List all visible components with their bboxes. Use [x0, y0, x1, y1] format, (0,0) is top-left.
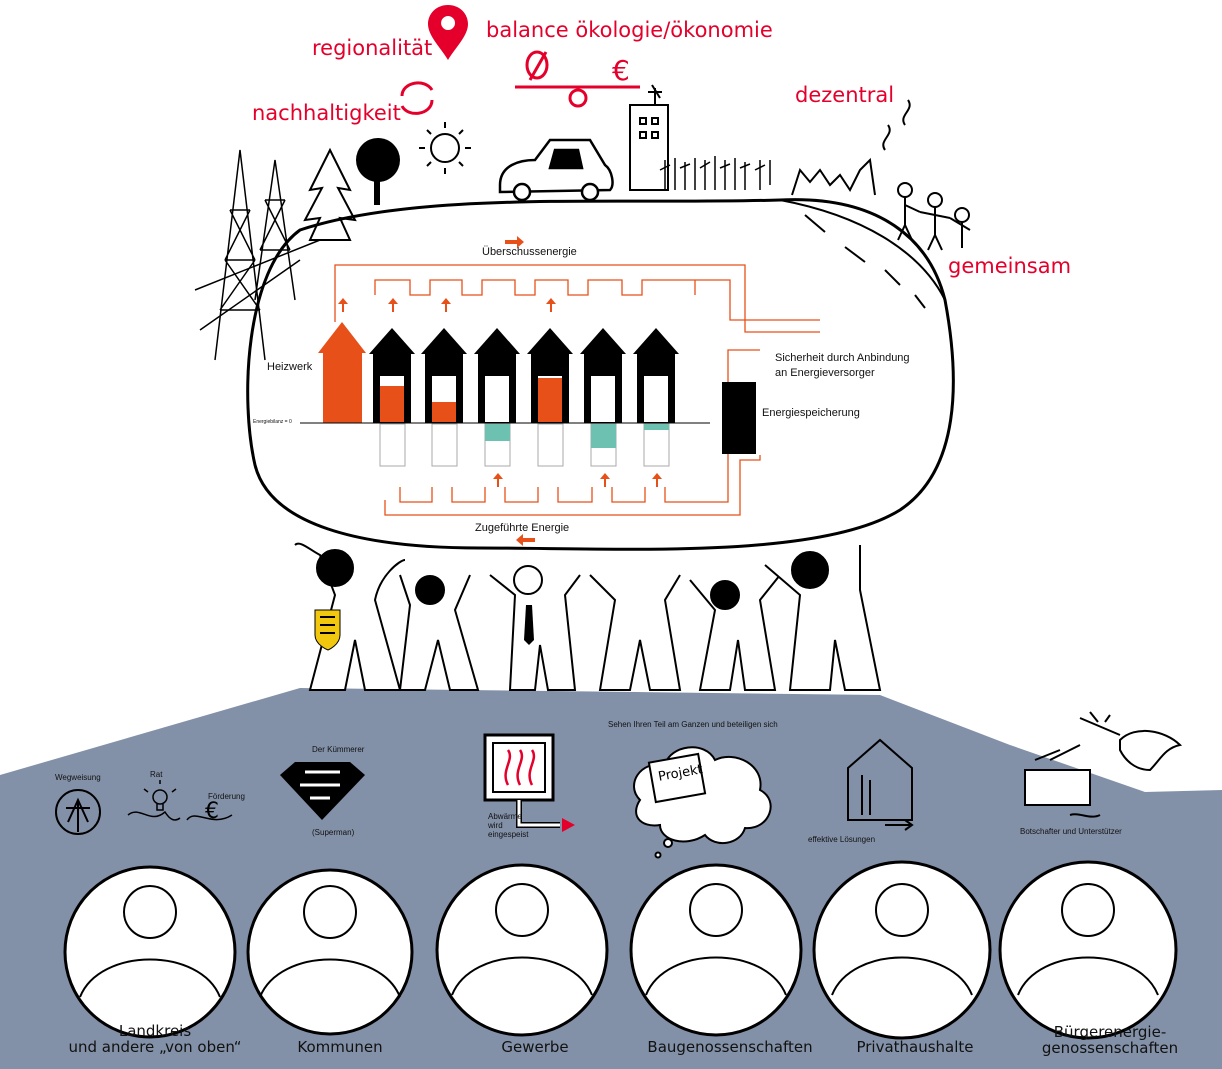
dove-icon [1079, 711, 1183, 772]
actor-label-5: Bürgerenergie- genossenschaften [1010, 1023, 1210, 1057]
power-pylon-icon [194, 149, 321, 361]
portrait-avatar [812, 860, 992, 1040]
actor-label-2: Gewerbe [445, 1038, 625, 1056]
svg-text:€: € [205, 799, 219, 824]
fir-tree-icon [303, 147, 357, 241]
decentral-label: dezentral [795, 83, 895, 107]
up-arrow-icon [546, 298, 556, 312]
carrier-figures [294, 542, 882, 691]
together-label: gemeinsam [948, 254, 1072, 278]
house-icon [474, 328, 520, 467]
waste-heat-label-2: wird [488, 821, 503, 830]
houses [369, 328, 679, 467]
actor-label-line1: Gewerbe [501, 1038, 569, 1056]
idea-bulb-icon [127, 780, 181, 821]
actor-label-0: Landkreis und andere „von oben“ [35, 1022, 275, 1056]
actor-label-line2: genossenschaften [1041, 1038, 1179, 1057]
recycle-icon [400, 81, 434, 115]
up-arrow-icon [600, 473, 610, 487]
portrait-avatar [629, 863, 803, 1037]
building-icon [629, 84, 669, 191]
up-arrow-icon [388, 298, 398, 312]
actor-label-line2: und andere „von oben“ [68, 1037, 242, 1056]
ambassadors-label: Botschafter und Unterstützer [1020, 827, 1122, 836]
guidance-icon [55, 789, 101, 835]
surplus-energy-label: Überschussenergie [482, 246, 577, 258]
crops-icon [659, 156, 771, 190]
actor-label-line1: Kommunen [297, 1038, 383, 1056]
energy-storage-icon [722, 382, 756, 454]
factory-icon [791, 157, 876, 196]
portrait-avatar [998, 860, 1178, 1040]
car-icon [498, 138, 614, 202]
house-icon [369, 328, 415, 467]
actor-label-line1: Privathaushalte [856, 1038, 974, 1056]
heating-plant-label: Heizwerk [267, 361, 313, 373]
security-label-1: Sicherheit durch Anbindung [775, 352, 910, 364]
up-arrow-icon [652, 473, 662, 487]
sun-icon [419, 122, 471, 174]
security-label-2: an Energieversorger [775, 367, 875, 379]
up-arrow-icon [493, 473, 503, 487]
portrait-avatar [63, 865, 237, 1039]
project-cloud-icon [633, 746, 772, 859]
people-chain-icon [897, 182, 971, 251]
heating-plant-icon [318, 322, 366, 423]
up-arrow-icon [338, 298, 348, 312]
advice-label: Rat [150, 770, 163, 779]
effective-label: effektive Lösungen [808, 835, 876, 844]
storage-label: Energiespeicherung [762, 407, 860, 419]
superman-label: (Superman) [312, 828, 355, 837]
tie-icon [524, 605, 534, 645]
funding-hand-icon: € [186, 799, 233, 824]
energy-balance-label: Energiebilanz = 0 [253, 419, 292, 425]
actor-label-line1: Baugenossenschaften [647, 1038, 813, 1056]
portrait-avatar [246, 868, 414, 1036]
tree-icon [356, 138, 400, 205]
actor-label-line1: Bürgerenergie- [1053, 1023, 1167, 1041]
house-solution-icon [847, 738, 914, 831]
house-icon [580, 328, 626, 467]
actor-label-3: Baugenossenschaften [630, 1038, 830, 1056]
heat-exchanger-icon [483, 733, 575, 832]
waste-heat-label-3: eingespeist [488, 830, 529, 839]
euro-icon: € [612, 54, 630, 87]
up-arrows [338, 298, 662, 487]
balance-label: balance ökologie/ökonomie [486, 18, 773, 42]
actor-label-4: Privathaushalte [825, 1038, 1005, 1056]
actor-portraits [63, 860, 1178, 1040]
supplied-energy-label: Zugeführte Energie [475, 522, 570, 534]
house-icon [421, 328, 467, 467]
sustainability-label: nachhaltigkeit [252, 101, 401, 125]
guidance-label: Wegweisung [55, 773, 101, 782]
up-arrow-icon [441, 298, 451, 312]
portrait-avatar [435, 863, 609, 1037]
funding-label: Förderung [208, 792, 245, 801]
coordinator-label: Der Kümmerer [312, 745, 365, 754]
actor-label-line1: Landkreis [118, 1022, 192, 1040]
regionality-label: regionalität [312, 36, 433, 60]
waste-heat-label-1: Abwärme [488, 812, 522, 821]
coat-of-arms-icon [314, 609, 341, 651]
toolbox-icon [1024, 744, 1101, 818]
smoke-icon [882, 99, 911, 151]
energy-flow-lines [334, 264, 820, 516]
actor-label-1: Kommunen [250, 1038, 430, 1056]
location-pin-icon [428, 5, 468, 60]
road [779, 199, 946, 301]
house-icon [527, 328, 573, 467]
house-icon [633, 328, 679, 467]
participation-label: Sehen Ihren Teil am Ganzen und beteilige… [608, 720, 778, 729]
balance-scale-icon [515, 50, 640, 108]
superman-icon [280, 762, 365, 820]
flow-arrows [505, 236, 535, 546]
